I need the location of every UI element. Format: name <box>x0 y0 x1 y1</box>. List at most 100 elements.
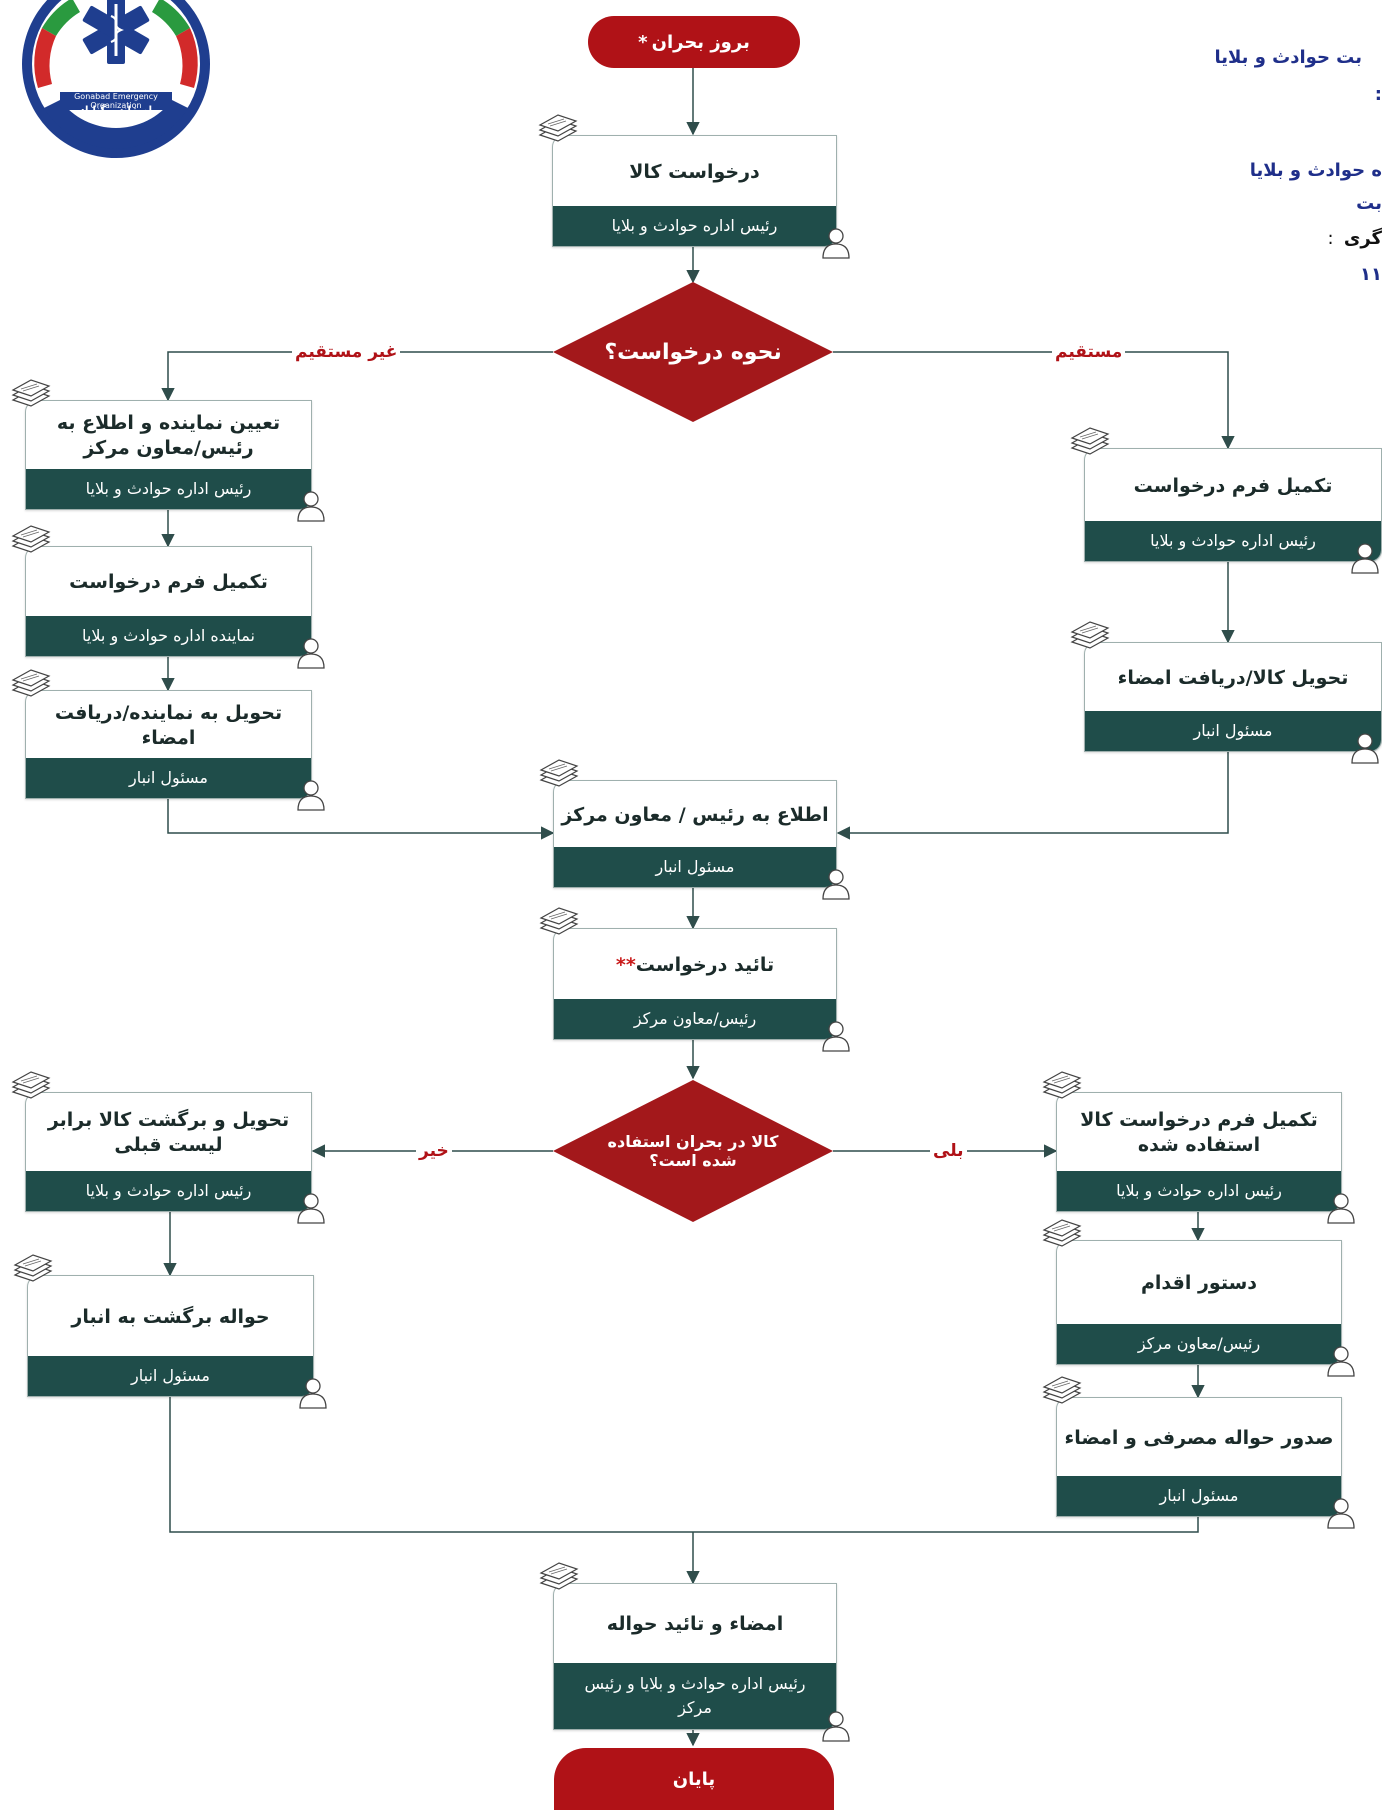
step-title-text: تکمیل فرم درخواست <box>1133 474 1333 497</box>
document-stack-icon <box>1040 1218 1084 1252</box>
person-icon <box>1324 1343 1358 1377</box>
decision-used-in-crisis <box>553 1080 833 1222</box>
step-action-order: دستور اقدام رئیس/معاون مرکز <box>1056 1240 1342 1365</box>
person-icon <box>819 866 853 900</box>
person-icon <box>1348 540 1382 574</box>
step-role: رئیس/معاون مرکز <box>554 999 836 1039</box>
document-stack-icon <box>9 378 53 412</box>
step-title-text: صدور حواله مصرفی و امضاء <box>1064 1426 1334 1449</box>
document-stack-icon <box>537 758 581 792</box>
edge-label-yes: بلی <box>930 1141 967 1161</box>
document-stack-icon <box>536 113 580 147</box>
start-footnote-mark: * <box>638 31 648 53</box>
step-role: مسئول انبار <box>1085 711 1381 751</box>
step-title-text: درخواست کالا <box>629 160 760 183</box>
step-role: مسئول انبار <box>28 1356 313 1396</box>
step-title: دستور اقدام <box>1057 1241 1341 1326</box>
step-title: امضاء و تائید حواله <box>554 1584 836 1665</box>
person-icon <box>294 777 328 811</box>
logo-persian-text: اورژانس گناباد <box>79 105 153 116</box>
end-label: پایان <box>672 1768 716 1790</box>
person-icon <box>1324 1495 1358 1529</box>
step-role: رئیس اداره حوادث و بلایا <box>1085 521 1381 561</box>
step-role: رئیس اداره حوادث و بلایا <box>1057 1171 1341 1211</box>
edge-label-direct: مستقیم <box>1052 342 1126 362</box>
document-stack-icon <box>1068 620 1112 654</box>
step-title: تائید درخواست** <box>554 929 836 1001</box>
organization-logo: Gonabad Emergency Organization اورژانس گ… <box>20 0 212 160</box>
edge-label-indirect: غیر مستقیم <box>292 342 401 362</box>
document-stack-icon <box>11 1253 55 1287</box>
step-approve-request: تائید درخواست**رئیس/معاون مرکز <box>553 928 837 1040</box>
document-stack-icon <box>1040 1375 1084 1409</box>
document-stack-icon <box>1040 1070 1084 1104</box>
person-icon <box>294 1190 328 1224</box>
step-footnote-mark: ** <box>615 953 636 976</box>
side-info-line-5: گری : <box>1327 228 1382 249</box>
side-info-line-1: بت حوادث و بلایا <box>1214 47 1363 68</box>
step-title: تحویل و برگشت کالا برابر لیست قبلی <box>26 1093 311 1173</box>
side-info-line-3: ه حوادث و بلایا <box>1249 160 1382 181</box>
step-title-text: تائید درخواست <box>635 953 775 976</box>
step-direct-fill-form: تکمیل فرم درخواست رئیس اداره حوادث و بلای… <box>1084 448 1382 562</box>
logo-english-text: Gonabad Emergency Organization <box>60 92 172 110</box>
person-icon <box>296 1375 330 1409</box>
step-return-goods: تحویل و برگشت کالا برابر لیست قبلی رئیس ا… <box>25 1092 312 1212</box>
step-title-text: امضاء و تائید حواله <box>606 1613 784 1636</box>
step-role: نماینده اداره حوادث و بلایا <box>26 616 311 656</box>
step-role: رئیس اداره حوادث و بلایا <box>26 1171 311 1211</box>
step-title: تحویل کالا/دریافت امضاء <box>1085 643 1381 713</box>
person-icon <box>294 635 328 669</box>
star-of-life-icon <box>82 0 150 64</box>
step-role: رئیس اداره حوادث و بلایا <box>553 206 836 246</box>
step-used-goods-form: تکمیل فرم درخواست کالا استفاده شده رئیس ا… <box>1056 1092 1342 1212</box>
document-stack-icon <box>537 1561 581 1595</box>
step-sign-voucher: امضاء و تائید حواله رئیس اداره حوادث و بل… <box>553 1583 837 1730</box>
decision-request-method <box>553 282 833 422</box>
step-title-text: تحویل کالا/دریافت امضاء <box>1117 666 1349 689</box>
step-issue-voucher: صدور حواله مصرفی و امضاء مسئول انبار <box>1056 1397 1342 1517</box>
side-info-colon: : <box>1327 228 1334 249</box>
person-icon <box>1324 1190 1358 1224</box>
step-direct-deliver-goods: تحویل کالا/دریافت امضاء مسئول انبار <box>1084 642 1382 752</box>
step-title-text: تحویل و برگشت کالا برابر لیست قبلی <box>47 1109 290 1156</box>
step-title-text: حواله برگشت به انبار <box>71 1305 270 1328</box>
decision-request-method-label: نحوه درخواست؟ <box>604 339 782 365</box>
step-title: تعیین نماینده و اطلاع به رئیس/معاون مرکز <box>26 401 311 471</box>
step-role: رئیس اداره حوادث و بلایا و رئیس مرکز <box>554 1663 836 1729</box>
step-title: تکمیل فرم درخواست <box>1085 449 1381 523</box>
side-info-line-4: بت <box>1356 193 1382 214</box>
person-icon <box>819 225 853 259</box>
step-role: رئیس اداره حوادث و بلایا <box>26 469 311 509</box>
start-terminal: بروز بحران * <box>588 16 800 68</box>
person-icon <box>294 488 328 522</box>
step-goods-request: درخواست کالا رئیس اداره حوادث و بلایا <box>552 135 837 247</box>
step-title-text: تعیین نماینده و اطلاع به رئیس/معاون مرکز <box>56 412 281 459</box>
step-title: صدور حواله مصرفی و امضاء <box>1057 1398 1341 1478</box>
decision-used-in-crisis-label: کالا در بحران استفاده شده است؟ <box>607 1131 779 1170</box>
step-title: تکمیل فرم درخواست <box>26 547 311 618</box>
person-icon <box>1348 730 1382 764</box>
edge-label-no: خیر <box>416 1141 452 1161</box>
side-info-bold: گری <box>1343 228 1382 249</box>
step-title: تحویل به نماینده/دریافت امضاء <box>26 691 311 760</box>
document-stack-icon <box>537 906 581 940</box>
person-icon <box>819 1018 853 1052</box>
start-label: بروز بحران <box>651 31 750 53</box>
step-assign-representative: تعیین نماینده و اطلاع به رئیس/معاون مرکز… <box>25 400 312 510</box>
step-role: رئیس/معاون مرکز <box>1057 1324 1341 1364</box>
logo-number: ۱۱۵ <box>106 119 126 130</box>
step-title: اطلاع به رئیس / معاون مرکز <box>554 781 836 849</box>
side-info-line-6: ۱۱ <box>1360 264 1382 285</box>
step-title-text: دستور اقدام <box>1140 1272 1258 1295</box>
side-info-line-2: : <box>1374 84 1382 105</box>
document-stack-icon <box>9 668 53 702</box>
step-role: مسئول انبار <box>1057 1476 1341 1516</box>
step-title-text: تحویل به نماینده/دریافت امضاء <box>54 701 283 749</box>
step-title-text: تکمیل فرم درخواست کالا استفاده شده <box>1080 1109 1318 1156</box>
document-stack-icon <box>1068 426 1112 460</box>
